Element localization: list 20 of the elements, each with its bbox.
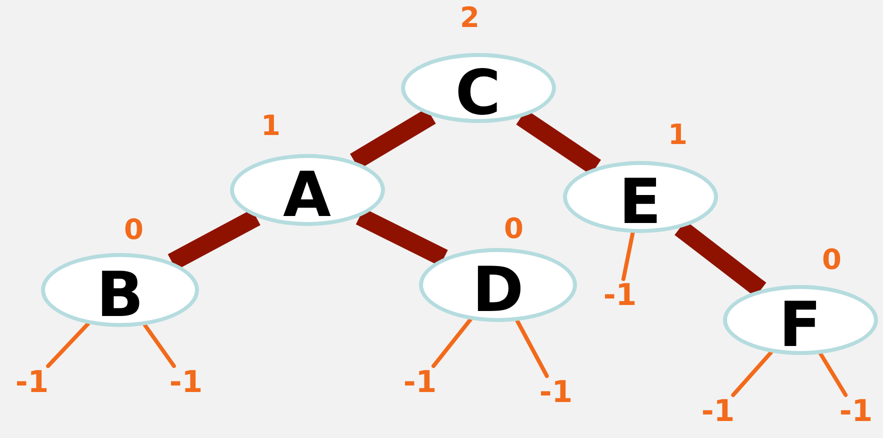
height-label: 1 (668, 121, 688, 149)
node-key: A (283, 164, 331, 226)
height-label: 0 (504, 215, 524, 243)
null-height-label: -1 (839, 397, 873, 427)
height-label: 1 (261, 112, 280, 140)
node-key: E (618, 171, 662, 233)
node-key: C (455, 62, 501, 124)
null-height-label: -1 (603, 281, 637, 311)
node-key: B (96, 264, 144, 326)
null-height-label: -1 (701, 397, 735, 427)
node-key: D (472, 259, 524, 321)
null-height-label: -1 (539, 378, 573, 408)
null-height-label: -1 (15, 368, 49, 398)
null-child-line (621, 230, 635, 281)
height-label: 0 (124, 216, 144, 244)
height-label: 0 (822, 246, 842, 274)
null-height-label: -1 (403, 368, 437, 398)
null-height-label: -1 (169, 368, 203, 398)
height-label: 2 (460, 4, 480, 32)
node-key: F (778, 294, 822, 356)
